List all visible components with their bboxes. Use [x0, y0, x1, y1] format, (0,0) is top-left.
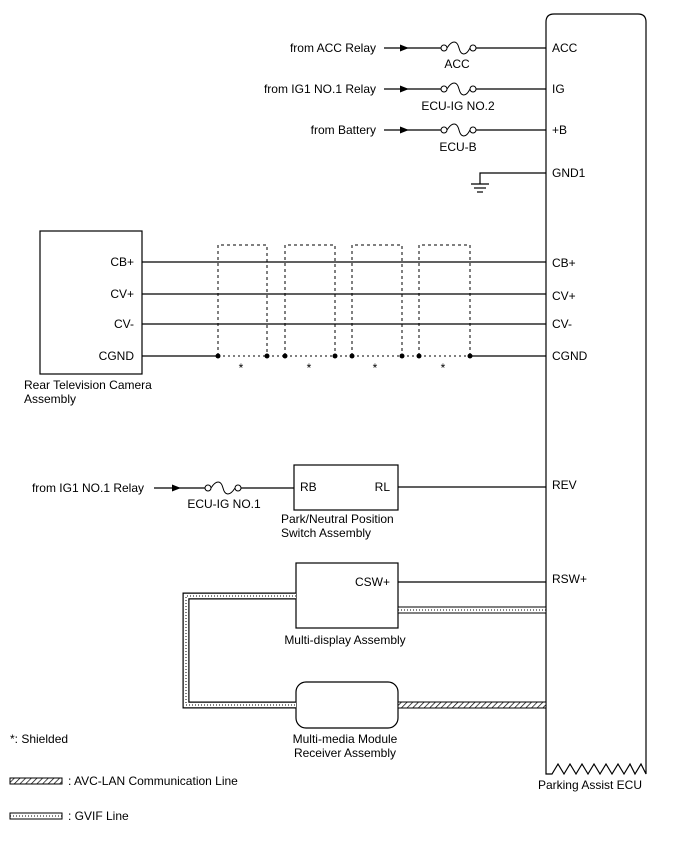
ig-fuse-label: ECU-IG NO.2	[421, 99, 495, 113]
camera-pin-cbp: CB+	[110, 255, 134, 269]
receiver-name-line2: Receiver Assembly	[294, 746, 396, 760]
fuse-icon	[440, 41, 477, 55]
receiver-box	[295, 681, 399, 729]
camera-name-line1: Rear Television Camera	[24, 378, 152, 392]
ecu-pin-b: +B	[552, 123, 567, 137]
ecu-pin-cgnd: CGND	[552, 349, 588, 363]
camera-pin-cvm: CV-	[114, 317, 134, 331]
camera-pin-cvp: CV+	[110, 287, 134, 301]
receiver-name-line1: Multi-media Module	[293, 732, 398, 746]
shield-mark-4: *	[441, 361, 446, 375]
gvif-line-display-ecu	[397, 606, 547, 614]
legend-shielded: *: Shielded	[10, 732, 68, 746]
gnd1-wire	[479, 172, 546, 184]
rear-camera-box	[39, 230, 143, 375]
ecu-pin-cvp: CV+	[552, 289, 576, 303]
pnp-fuse-label: ECU-IG NO.1	[187, 497, 261, 511]
ecu-pin-acc: ACC	[552, 41, 578, 55]
shield-4	[416, 244, 473, 359]
ecu-pin-ig: IG	[552, 82, 565, 96]
fuse-icon	[440, 82, 477, 96]
pnp-source-label: from IG1 NO.1 Relay	[32, 481, 144, 495]
ecu-pin-rev: REV	[552, 478, 577, 492]
pnp-pin-rb: RB	[300, 480, 317, 494]
legend-gvif-swatch	[9, 812, 63, 820]
pnp-name-line2: Switch Assembly	[281, 526, 371, 540]
pnp-switch-box	[293, 464, 399, 511]
fuse-icon	[440, 123, 477, 137]
camera-name-line2: Assembly	[24, 392, 76, 406]
pnp-pin-rl: RL	[375, 480, 391, 494]
shield-3	[349, 244, 405, 359]
multidisplay-pin-csw: CSW+	[355, 575, 390, 589]
shield-mark-3: *	[373, 361, 378, 375]
shield-2	[282, 244, 338, 359]
legend-avc-lan: : AVC-LAN Communication Line	[68, 774, 238, 788]
ecu-pin-gnd1: GND1	[552, 166, 586, 180]
ecu-name: Parking Assist ECU	[538, 778, 642, 792]
fuse-icon	[204, 481, 242, 495]
acc-source-label: from ACC Relay	[290, 41, 376, 55]
shield-mark-1: *	[239, 361, 244, 375]
battery-fuse-label: ECU-B	[439, 140, 476, 154]
camera-pin-cgnd: CGND	[99, 349, 135, 363]
battery-source-label: from Battery	[311, 123, 376, 137]
acc-fuse-label: ACC	[444, 57, 470, 71]
legend-gvif: : GVIF Line	[68, 809, 129, 823]
parking-assist-ecu	[545, 13, 647, 776]
ecu-pin-rsw: RSW+	[552, 572, 587, 586]
multidisplay-box	[295, 562, 399, 629]
ground-icon	[471, 183, 489, 193]
multidisplay-name: Multi-display Assembly	[284, 633, 405, 647]
gvif-line-loop	[182, 592, 296, 709]
ig-source-label: from IG1 NO.1 Relay	[264, 82, 376, 96]
avc-lan-line-receiver-ecu	[397, 701, 547, 709]
pnp-name-line1: Park/Neutral Position	[281, 512, 394, 526]
ecu-pin-cvm: CV-	[552, 317, 572, 331]
ecu-pin-cbp: CB+	[552, 256, 576, 270]
shield-mark-2: *	[307, 361, 312, 375]
legend-avc-lan-swatch	[9, 777, 63, 785]
